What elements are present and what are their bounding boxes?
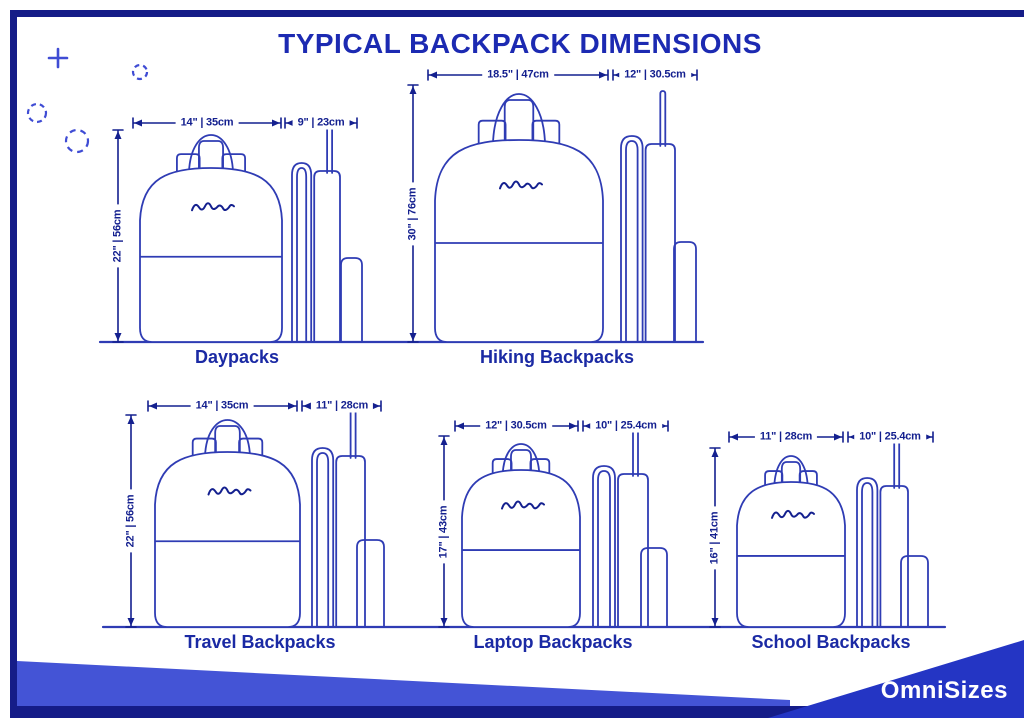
handle-outer <box>773 455 809 487</box>
handle-inner <box>198 140 224 172</box>
side-strap <box>632 426 639 477</box>
logo-scribble <box>191 202 235 212</box>
handle-inner <box>503 99 535 144</box>
backpack-front-body <box>154 451 301 628</box>
backpack-front-body <box>461 469 581 628</box>
logo-scribble <box>207 486 252 496</box>
laptop-depth-label: 10" | 25.4cm <box>590 419 662 433</box>
backpack-front-body <box>434 139 604 343</box>
plus-mark <box>47 47 69 69</box>
travel-height-label: 22" | 56cm <box>124 489 138 553</box>
side-view-slab <box>644 143 676 343</box>
dashed-circle <box>26 102 48 124</box>
frame-border-bottom <box>10 706 1024 718</box>
brand-logo: OmniSizes <box>880 677 1008 704</box>
side-view-outer <box>311 447 335 628</box>
side-pocket <box>340 257 363 343</box>
backpack-front-body <box>736 481 846 628</box>
side-pocket <box>356 539 385 628</box>
handle-inner <box>510 449 532 474</box>
handle-outer <box>204 419 251 457</box>
side-view-inner-line <box>861 482 874 628</box>
side-strap <box>659 90 667 147</box>
side-view-slab <box>617 473 649 628</box>
handle-inner <box>780 461 802 486</box>
logo-scribble <box>501 500 545 510</box>
hiking-depth-label: 12" | 30.5cm <box>619 68 691 82</box>
side-view-outer <box>291 162 313 343</box>
side-view-inner-line <box>625 140 639 343</box>
school-depth-label: 10" | 25.4cm <box>854 430 926 444</box>
backpack-front-body <box>139 167 283 343</box>
side-view-outer <box>620 135 644 343</box>
travel-width-label: 14" | 35cm <box>190 399 254 413</box>
laptop-height-label: 17" | 43cm <box>437 500 451 564</box>
page-title: TYPICAL BACKPACK DIMENSIONS <box>278 28 762 59</box>
logo-scribble <box>499 180 543 190</box>
laptop-category-label: Laptop Backpacks <box>473 632 633 652</box>
side-strap <box>893 438 901 489</box>
side-view-inner-line <box>316 452 330 628</box>
school-category-label: School Backpacks <box>751 632 911 652</box>
laptop-width-label: 12" | 30.5cm <box>480 419 552 433</box>
side-pocket <box>640 547 668 628</box>
handle-outer <box>492 93 546 145</box>
logo-scribble <box>771 509 815 519</box>
dashed-circle <box>131 63 149 81</box>
bottom-band <box>17 661 790 706</box>
travel-category-label: Travel Backpacks <box>184 632 336 652</box>
frame-border-top <box>10 10 1024 17</box>
handle-outer <box>501 443 541 475</box>
school-height-label: 16" | 41cm <box>708 506 722 570</box>
side-view-inner-line <box>597 470 611 628</box>
travel-depth-label: 11" | 28cm <box>310 399 374 413</box>
dashed-circle <box>64 128 90 154</box>
daypacks-height-label: 22" | 56cm <box>111 204 125 268</box>
handle-outer <box>188 134 234 173</box>
daypacks-category-label: Daypacks <box>194 347 280 367</box>
hiking-width-label: 18.5" | 47cm <box>482 68 554 82</box>
side-pocket <box>900 555 929 628</box>
side-view-inner-line <box>296 167 308 343</box>
school-width-label: 11" | 28cm <box>754 430 818 444</box>
hiking-height-label: 30" | 76cm <box>406 182 420 246</box>
side-view-outer <box>592 465 616 628</box>
frame-border-left <box>10 10 17 718</box>
hiking-category-label: Hiking Backpacks <box>479 347 635 367</box>
handle-inner <box>214 425 241 456</box>
brand-banner-triangle <box>768 640 1024 718</box>
daypacks-width-label: 14" | 35cm <box>175 116 239 130</box>
side-view-outer <box>856 477 879 628</box>
side-view-slab <box>313 170 341 343</box>
side-pocket <box>673 241 697 343</box>
daypacks-depth-label: 9" | 23cm <box>292 116 350 130</box>
